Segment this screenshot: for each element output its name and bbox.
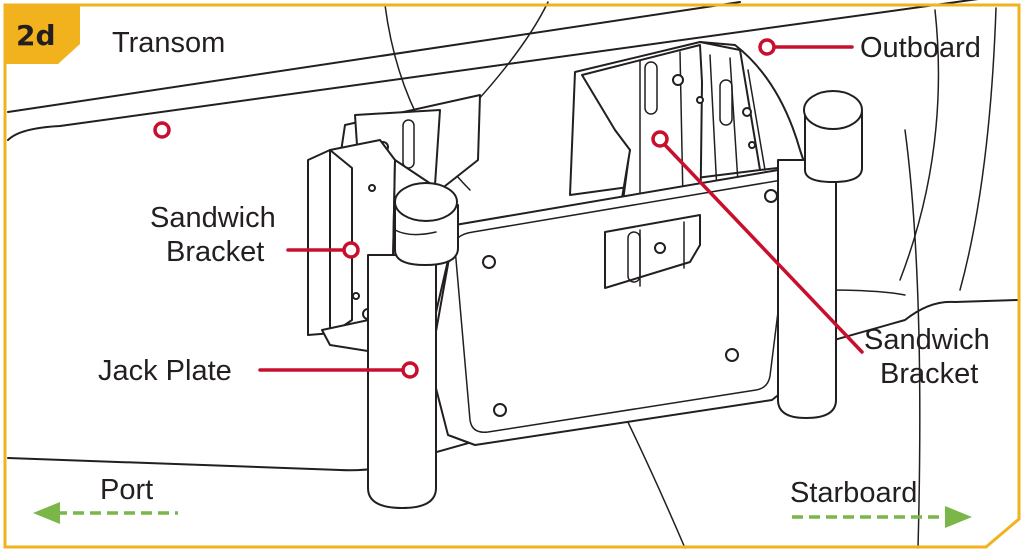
step-badge-text: 2d <box>16 19 56 52</box>
callout-outboard: Outboard <box>758 32 981 64</box>
label-jack-plate: Jack Plate <box>98 355 232 387</box>
label-port: Port <box>100 474 153 506</box>
jack-plate <box>429 167 816 446</box>
callout-sandwich-bracket-left: Sandwich Bracket <box>150 202 360 268</box>
frame <box>3 3 1021 549</box>
label-sandwich-left-line1: Sandwich <box>150 202 276 234</box>
callout-sandwich-bracket-right: Sandwich Bracket <box>651 130 990 390</box>
label-sandwich-left-line2: Bracket <box>166 236 264 268</box>
label-starboard: Starboard <box>790 477 917 509</box>
label-transom: Transom <box>112 27 225 59</box>
rear-bracket-assembly <box>307 41 806 361</box>
label-sandwich-right-line1: Sandwich <box>864 324 990 356</box>
label-sandwich-right-line2: Bracket <box>880 358 978 390</box>
callout-transom: Transom <box>112 27 225 139</box>
starboard-indicator: Starboard <box>790 477 972 528</box>
arrow-right-icon <box>792 506 972 528</box>
arrow-left-icon <box>33 502 178 524</box>
label-outboard: Outboard <box>860 32 981 64</box>
mount-tubes <box>367 90 863 509</box>
port-indicator: Port <box>33 474 178 524</box>
step-badge: 2d <box>5 5 80 64</box>
callout-jack-plate: Jack Plate <box>98 355 419 387</box>
